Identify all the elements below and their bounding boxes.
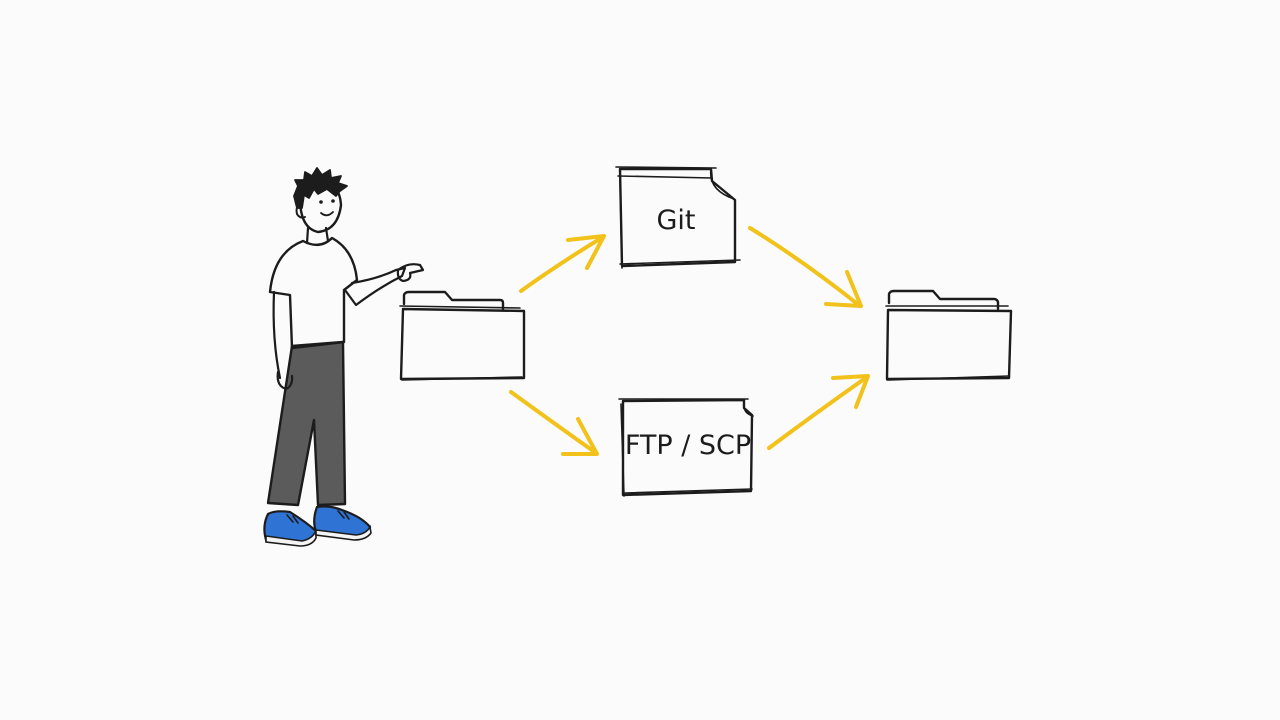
source-folder-icon: [399, 290, 526, 381]
arrow-ftp-to-target: [767, 374, 870, 450]
arrow-to-git: [519, 234, 606, 293]
ftp-document-label: FTP / SCP: [625, 430, 751, 461]
person-hair: [293, 167, 348, 209]
person-sole-right: [315, 524, 372, 541]
person-right-arm: [343, 266, 407, 307]
target-folder-icon: [885, 289, 1013, 381]
arrow-to-ftp: [509, 390, 599, 456]
person-shirt: [268, 236, 359, 350]
person-left-arm: [272, 290, 282, 380]
person-smile: [320, 211, 334, 217]
person-eye-left: [319, 200, 323, 204]
git-document-icon: Git: [615, 166, 741, 269]
person-eye-right: [331, 199, 335, 203]
person-left-hand: [276, 370, 294, 391]
person-laces-right: [337, 510, 350, 520]
person-pants: [266, 340, 347, 507]
person-sole-left: [265, 530, 317, 547]
person-right-hand: [396, 263, 425, 283]
git-document-label: Git: [656, 205, 695, 236]
ftp-document-icon: FTP / SCP: [618, 398, 754, 497]
arrow-git-to-target: [748, 226, 863, 308]
person-laces-left: [286, 514, 299, 524]
person-illustration: [263, 167, 425, 547]
